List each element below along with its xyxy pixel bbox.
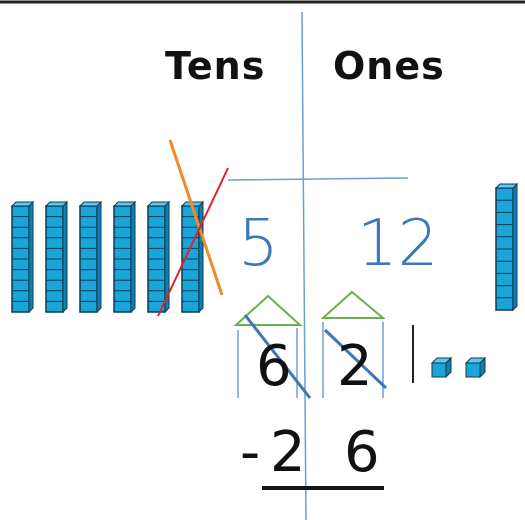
ones-header: Ones [333, 44, 445, 88]
cross-red-line [157, 167, 229, 317]
triangle-tens [233, 294, 303, 326]
tens-rods-group [10, 200, 205, 314]
tens-header: Tens [165, 44, 266, 88]
regrouped-tens-digit: 5 [238, 207, 279, 281]
horizontal-divider [227, 177, 409, 181]
strike-tens [243, 314, 312, 399]
ones-cube [430, 356, 453, 379]
vertical-divider [301, 11, 307, 520]
ones-cubes-group [430, 356, 487, 379]
extra-tens-rod [494, 182, 519, 312]
tens-rod [10, 200, 35, 314]
ones-cube [464, 356, 487, 379]
strike-ones [323, 328, 388, 390]
minus-sign: - [240, 420, 261, 485]
top-tens-digit: 6 [256, 334, 292, 399]
tens-rod [146, 200, 171, 314]
cross-orange-line [168, 139, 224, 296]
tens-rod [44, 200, 69, 314]
tens-rod [112, 200, 137, 314]
tens-rod-right [494, 182, 519, 312]
bottom-tens-digit: 2 [270, 420, 306, 485]
top-ones-digit: 2 [337, 334, 373, 399]
triangle-ones [320, 290, 386, 319]
bottom-ones-digit: 6 [344, 420, 380, 485]
tens-rod [180, 200, 205, 314]
tens-rod [78, 200, 103, 314]
regrouped-ones-digit: 12 [357, 207, 439, 281]
